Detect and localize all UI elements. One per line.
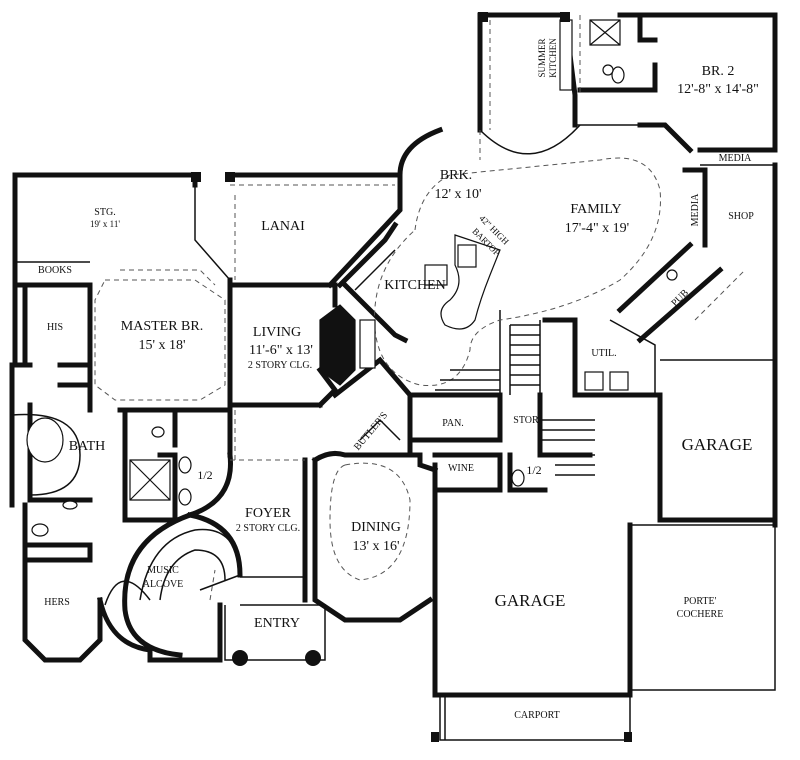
label-wine: WINE (448, 463, 474, 474)
label-summer-kitchen-2: KITCHEN (548, 38, 558, 78)
fireplace (319, 304, 356, 386)
label-dining-dims: 13' x 16' (352, 539, 399, 554)
label-family-name: FAMILY (570, 202, 621, 217)
label-half-bath-2: 1/2 (526, 463, 541, 477)
label-bath: BATH (69, 439, 106, 454)
column (624, 732, 632, 742)
toilet (178, 488, 192, 506)
label-hers: HERS (44, 597, 70, 608)
kitchen-island (440, 234, 501, 330)
label-summer-kitchen-1: SUMMER (537, 38, 547, 77)
bathtub (26, 417, 64, 463)
label-books: BOOKS (38, 265, 72, 276)
dryer (609, 371, 629, 391)
interior-walls (12, 122, 778, 741)
label-butlers: BUTLER'S (352, 410, 390, 453)
column (232, 650, 248, 666)
columns (191, 12, 632, 742)
column (478, 12, 488, 22)
counter (559, 19, 573, 91)
label-br2-dims: 12'-8" x 14'-8" (677, 82, 759, 97)
column (305, 650, 321, 666)
label-porte-1: PORTE' (684, 596, 717, 607)
label-garage-bottom: GARAGE (495, 591, 566, 610)
label-stg-name: STG. (94, 207, 115, 218)
stairs (435, 324, 595, 476)
label-living-dims: 11'-6" x 13' (249, 343, 313, 358)
label-util: UTIL. (591, 348, 616, 359)
washer (584, 371, 604, 391)
label-br2-name: BR. 2 (702, 64, 735, 79)
column (560, 12, 570, 22)
label-entry: ENTRY (254, 616, 300, 631)
label-living-name: LIVING (253, 325, 301, 340)
label-brk-name: BRK. (440, 168, 472, 183)
toilet (511, 469, 525, 487)
label-porte-2: COCHERE (677, 609, 724, 620)
label-dining-name: DINING (351, 520, 401, 535)
shower (129, 459, 171, 501)
column (225, 172, 235, 182)
label-master-dims: 15' x 18' (138, 338, 185, 353)
island-sink (457, 244, 477, 268)
label-media-top: MEDIA (719, 153, 753, 164)
label-stg-dims: 19' x 11' (90, 219, 120, 229)
column (431, 732, 439, 742)
label-pan: PAN. (442, 418, 464, 429)
sink (602, 64, 614, 76)
label-media-side: MEDIA (690, 193, 701, 227)
label-lanai: LANAI (261, 219, 305, 234)
ceiling-lines (94, 15, 746, 601)
label-brk-dims: 12' x 10' (434, 187, 481, 202)
label-his: HIS (47, 322, 63, 333)
cabinet (359, 319, 376, 369)
fixtures (11, 19, 678, 606)
label-master-name: MASTER BR. (121, 319, 203, 334)
toilet (611, 66, 625, 84)
label-foyer-name: FOYER (245, 506, 292, 521)
toilet (31, 523, 49, 537)
label-family-dims: 17'-4" x 19' (565, 221, 629, 236)
shower (589, 19, 621, 46)
pub-sink (666, 269, 678, 281)
label-pub: PUB (669, 287, 691, 309)
island-cooktop (424, 264, 448, 286)
label-shop: SHOP (728, 211, 754, 222)
label-music-1: MUSIC (147, 565, 179, 576)
toilet (178, 456, 192, 474)
label-living-note: 2 STORY CLG. (248, 360, 312, 371)
spiral-stairs (139, 528, 241, 601)
label-carport: CARPORT (514, 710, 560, 721)
label-stor: STOR (513, 415, 539, 426)
label-music-2: ALCOVE (143, 579, 184, 590)
column (191, 172, 201, 182)
sink (151, 426, 165, 438)
label-garage-right: GARAGE (682, 435, 753, 454)
sink (62, 500, 78, 510)
label-half-bath-1: 1/2 (197, 468, 212, 482)
label-foyer-note: 2 STORY CLG. (236, 523, 300, 534)
label-kitchen: KITCHEN (384, 278, 445, 293)
